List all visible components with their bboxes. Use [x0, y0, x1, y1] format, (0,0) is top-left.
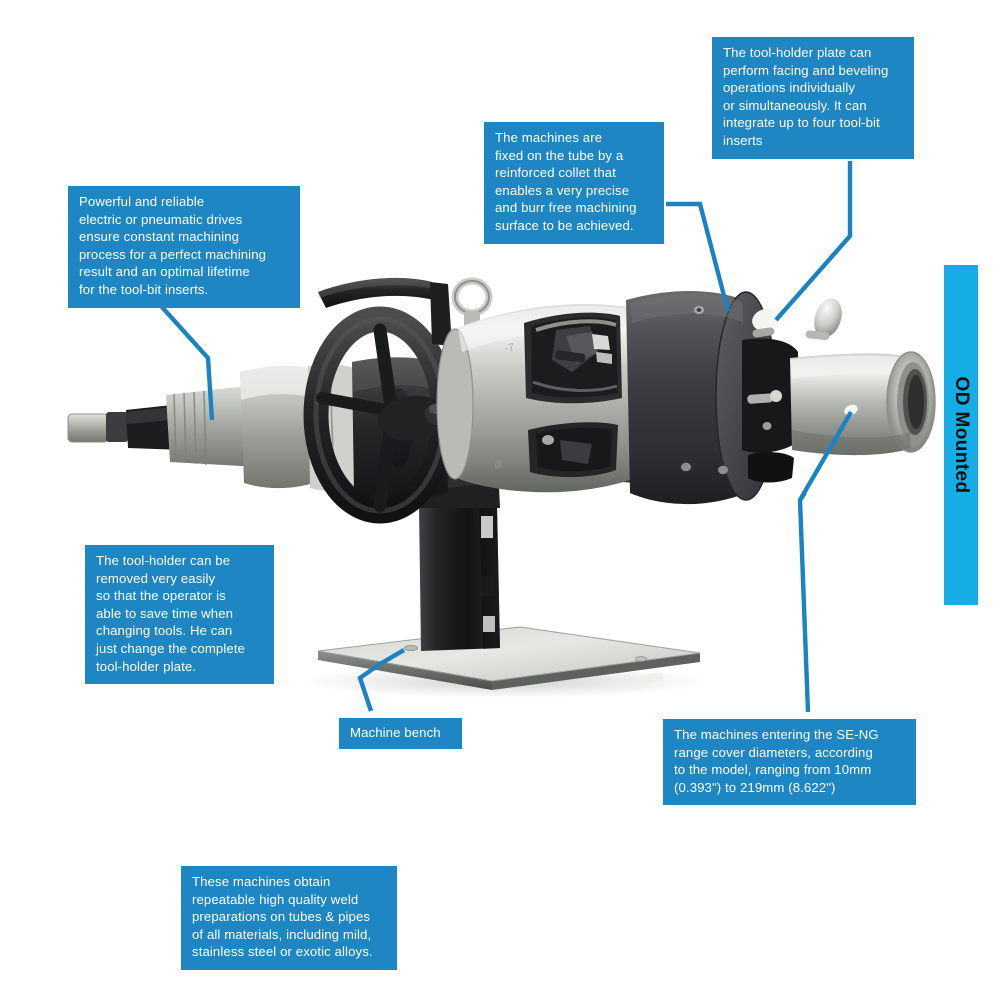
od-mounted-label: OD Mounted — [951, 376, 972, 494]
callout-drives[interactable]: Powerful and reliable electric or pneuma… — [68, 186, 300, 308]
callout-reinforced-collet[interactable]: The machines are fixed on the tube by a … — [484, 122, 664, 244]
callout-tool-holder-plate[interactable]: The tool-holder plate can perform facing… — [712, 37, 914, 159]
leader-reinforced-collet — [666, 201, 731, 312]
callout-weld-preparations[interactable]: These machines obtain repeatable high qu… — [181, 866, 397, 970]
callout-machine-bench[interactable]: Machine bench — [339, 718, 462, 749]
od-mounted-side-tab[interactable]: OD Mounted — [944, 265, 978, 605]
leader-machine-bench — [357, 648, 406, 712]
callout-tool-holder-removal[interactable]: The tool-holder can be removed very easi… — [85, 545, 274, 685]
leader-drives — [150, 294, 215, 421]
callout-diameter-range[interactable]: The machines entering the SE-NG range co… — [663, 719, 916, 806]
leader-diameter-range — [797, 410, 853, 713]
leader-tool-holder-plate — [774, 161, 853, 322]
